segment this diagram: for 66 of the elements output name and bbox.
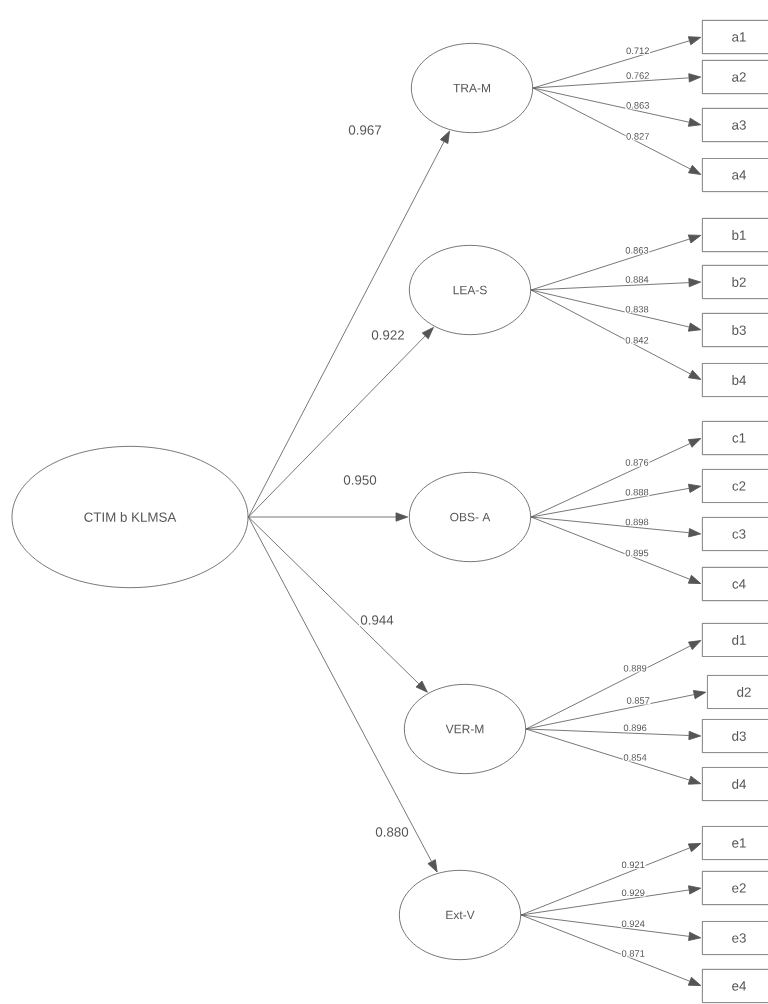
edge-label: 0.857 — [626, 697, 650, 704]
arrow — [248, 130, 450, 518]
indicator-box: c4 — [701, 566, 768, 602]
arrow — [248, 516, 428, 693]
arrow — [530, 483, 702, 518]
arrow — [525, 640, 702, 730]
indicator-box: b1 — [701, 217, 768, 253]
arrow — [525, 728, 702, 785]
arrow — [248, 327, 434, 518]
indicator-box: a3 — [701, 107, 768, 143]
edge-label: 0.895 — [625, 549, 649, 557]
indicator-box: e3 — [701, 920, 768, 956]
edge-label: 0.967 — [348, 125, 381, 135]
edge-label: 0.944 — [360, 615, 394, 625]
indicator-box: c2 — [701, 468, 768, 504]
arrow — [525, 728, 702, 741]
indicator-box: d2 — [706, 674, 768, 710]
edge-label: 0.863 — [626, 102, 649, 109]
edge-label: 0.898 — [625, 518, 649, 526]
edge-label: 0.842 — [625, 336, 649, 344]
arrow — [520, 885, 702, 916]
indicator-box: e2 — [701, 870, 768, 906]
indicator-box: b4 — [701, 362, 768, 398]
arrow — [530, 278, 702, 291]
edge-label: 0.889 — [623, 664, 647, 672]
edge-label: 0.880 — [375, 827, 409, 837]
indicator-box: c1 — [701, 420, 768, 456]
edge-label: 0.854 — [623, 754, 647, 761]
arrow — [530, 438, 702, 518]
arrow — [530, 516, 702, 584]
edge-label: 0.929 — [621, 889, 645, 896]
arrow — [532, 73, 702, 89]
edge-label: 0.922 — [371, 330, 404, 340]
indicator-box: c3 — [701, 516, 768, 552]
edge-label: 0.863 — [625, 247, 649, 254]
edge-label: 0.762 — [626, 72, 649, 79]
indicator-box: a4 — [701, 157, 768, 193]
edge-label: 0.838 — [625, 305, 649, 313]
edge-label: 0.876 — [625, 459, 649, 466]
indicator-box: d1 — [701, 622, 768, 658]
indicator-box: e4 — [701, 968, 768, 1004]
edge-label: 0.921 — [621, 861, 645, 869]
indicator-box: d4 — [701, 766, 768, 802]
indicator-box: b2 — [701, 264, 768, 300]
arrow — [530, 289, 702, 332]
arrow — [530, 289, 702, 380]
edge-label: 0.712 — [626, 47, 649, 55]
arrow — [532, 87, 702, 127]
arrow — [248, 512, 409, 522]
edge-label: 0.827 — [626, 133, 649, 140]
arrow — [520, 843, 702, 916]
edge-label: 0.896 — [623, 724, 647, 732]
edge-label: 0.871 — [621, 950, 645, 957]
edge-label: 0.950 — [343, 475, 377, 485]
indicator-box: a1 — [701, 19, 768, 55]
indicator-box: d3 — [701, 718, 768, 754]
arrow — [248, 516, 438, 873]
edge-label: 0.884 — [625, 276, 649, 283]
indicator-box: a2 — [701, 59, 768, 95]
arrow — [530, 516, 702, 538]
edge-label: 0.924 — [621, 920, 645, 927]
arrow — [532, 87, 702, 175]
arrow — [520, 914, 702, 986]
edge-label: 0.888 — [625, 488, 649, 496]
indicator-box: b3 — [701, 312, 768, 348]
indicator-box: e1 — [701, 825, 768, 861]
